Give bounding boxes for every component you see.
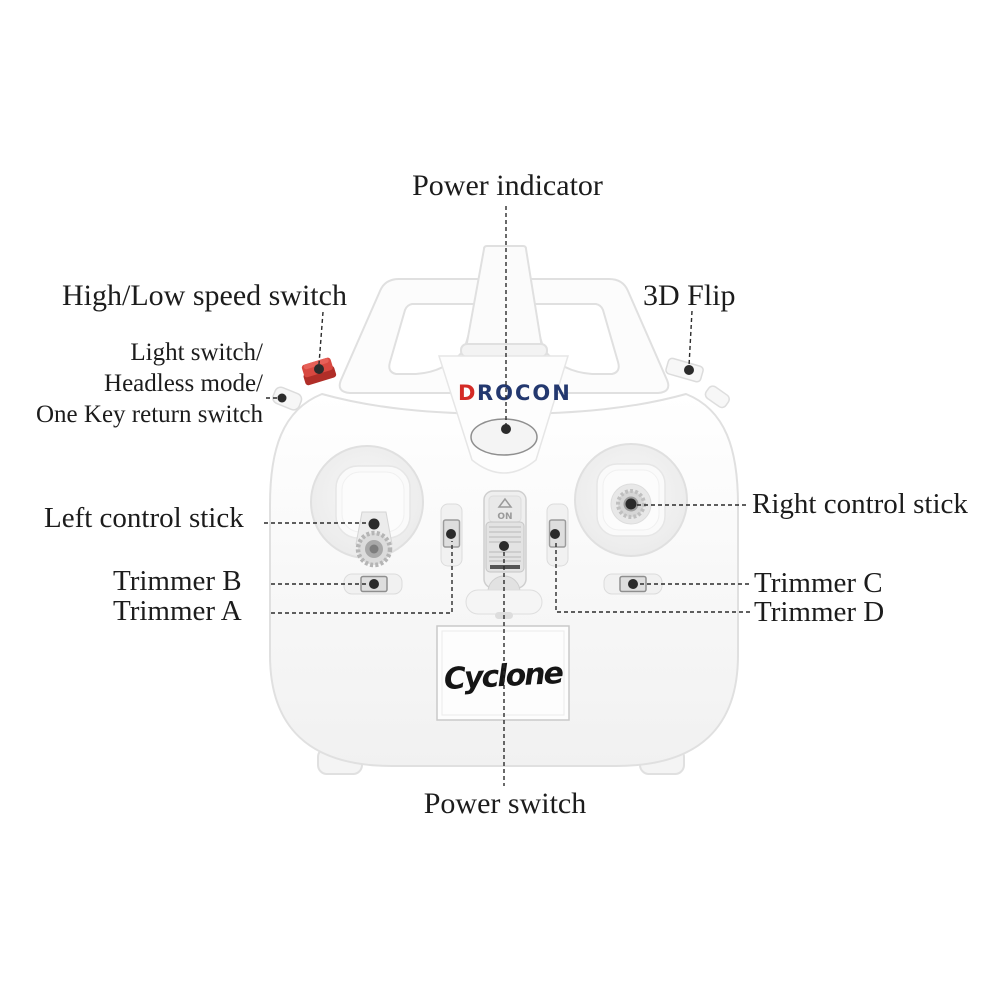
speed-switch-highlight xyxy=(303,358,329,370)
right-edge-bump-cap xyxy=(704,385,730,409)
antenna-collar xyxy=(460,343,548,358)
brand-panel xyxy=(437,355,570,474)
callout-dot-power-indicator xyxy=(501,424,511,434)
callout-dot-left-stick xyxy=(368,518,380,530)
callout-dot-trimmer-c xyxy=(628,579,638,589)
callout-dot-speed-switch xyxy=(314,364,324,374)
callout-dot-trimmer-d xyxy=(550,529,560,539)
battery-cover xyxy=(436,625,570,721)
trimmer-a-label: Trimmer A xyxy=(113,595,242,627)
callout-dot-power-switch xyxy=(499,541,509,551)
power-switch-knob-grip xyxy=(490,565,520,569)
callout-dot-right-stick xyxy=(625,498,637,510)
power-indicator-led xyxy=(470,418,538,456)
high-low-speed-switch-label: High/Low speed switch xyxy=(62,279,347,312)
light-switch-label-line3: One Key return switch xyxy=(35,401,263,428)
right-edge-bump xyxy=(704,385,730,409)
brand-logo-first-letter: D xyxy=(458,381,477,405)
callout-dot-light-switch xyxy=(277,393,287,403)
right-control-stick-label: Right control stick xyxy=(752,488,968,520)
leader-speed-switch xyxy=(318,311,324,365)
trimmer-c-label: Trimmer C xyxy=(754,567,883,599)
callout-dot-trimmer-b xyxy=(369,579,379,589)
leader-trimmer-d xyxy=(555,541,750,613)
light-switch-label: Light switch/ Headless mode/ One Key ret… xyxy=(18,337,263,430)
power-indicator-label: Power indicator xyxy=(412,169,603,202)
callout-dot-trimmer-a xyxy=(446,529,456,539)
trimmer-d-label: Trimmer D xyxy=(754,596,885,628)
power-switch-up-arrow-icon xyxy=(497,497,513,508)
antenna xyxy=(465,245,543,349)
left-control-stick-label: Left control stick xyxy=(44,502,244,534)
model-logo: Cyclone xyxy=(443,656,564,697)
power-switch-label: Power switch xyxy=(423,787,587,820)
battery-cover-inner xyxy=(441,630,565,716)
callout-dot-3d-flip xyxy=(684,365,694,375)
brand-logo-text: ROCON xyxy=(477,381,572,405)
light-switch-label-line2: Headless mode/ xyxy=(104,370,263,397)
left-stick-cap-center xyxy=(369,544,379,554)
light-switch-button-cap xyxy=(272,386,303,411)
3d-flip-label: 3D Flip xyxy=(643,279,736,312)
trimmer-b-label: Trimmer B xyxy=(113,565,242,597)
light-switch-label-line1: Light switch/ xyxy=(130,339,263,366)
leader-3d-flip xyxy=(688,310,693,367)
power-switch-on-marking: ON xyxy=(497,512,512,522)
light-switch-button xyxy=(272,386,303,411)
